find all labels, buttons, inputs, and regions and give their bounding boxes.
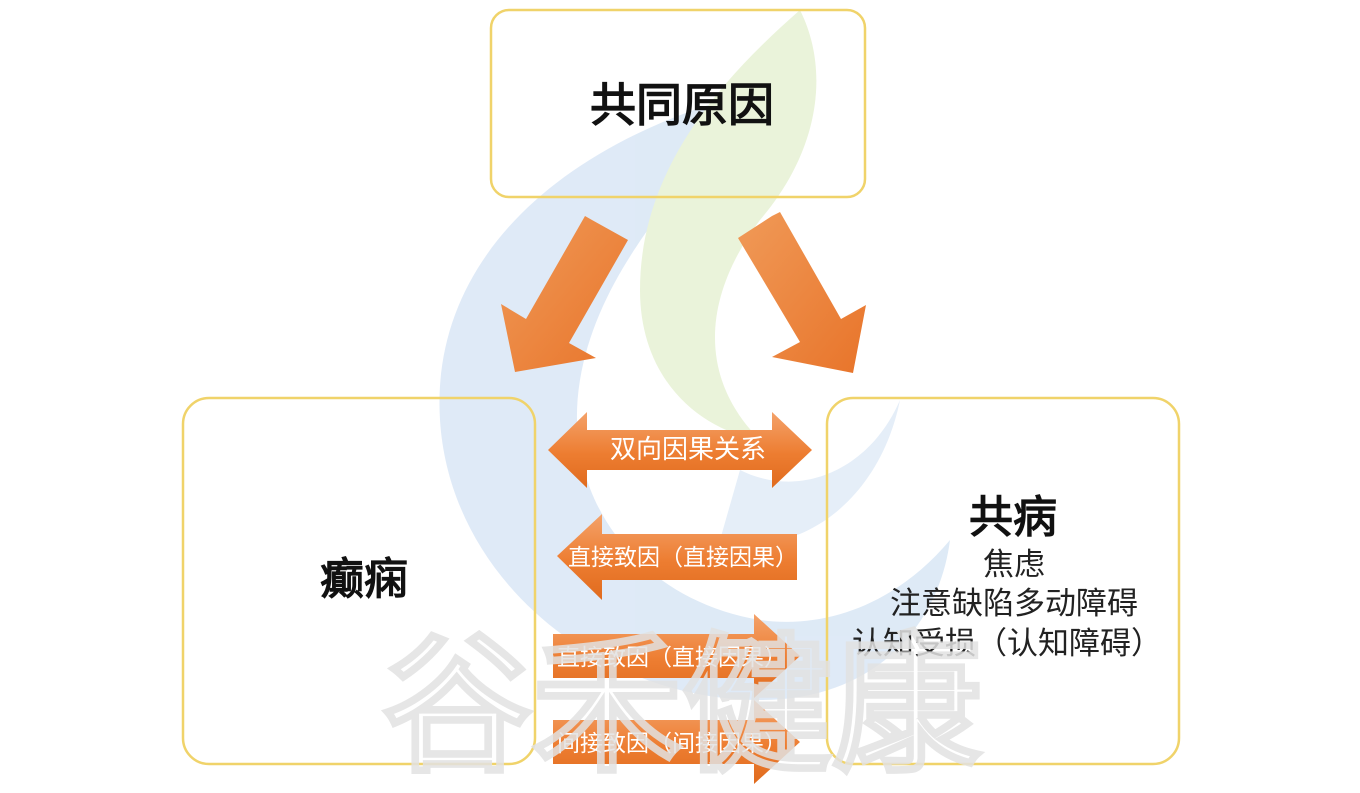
arrow-to-right-direct-label: 直接致因（直接因果） [557,645,787,671]
arrow-down-left [501,216,628,372]
right-box-title: 共病 [969,492,1057,543]
bidirectional-arrow [548,412,812,488]
arrow-to-right-indirect-label: 间接致因（间接因果） [557,731,787,757]
top-box-title: 共同原因 [590,78,774,132]
top-box [489,8,867,199]
arrow-to-left [557,514,797,600]
watermark-text: 谷禾健康 [382,620,982,793]
right-box-item: 注意缺陷多动障碍 [890,586,1138,622]
right-box-item: 焦虑 [983,547,1045,583]
arrow-to-right-indirect [553,700,800,784]
bidirectional-arrow-label: 双向因果关系 [610,435,766,465]
arrow-to-right-direct [553,614,800,698]
arrow-down-right [738,212,866,373]
right-box-item: 认知受损（认知障碍） [852,626,1162,662]
left-box [181,396,537,766]
right-box [825,396,1181,766]
arrow-to-left-label: 直接致因（直接因果） [568,545,798,571]
left-box-title: 癫痫 [320,554,408,605]
